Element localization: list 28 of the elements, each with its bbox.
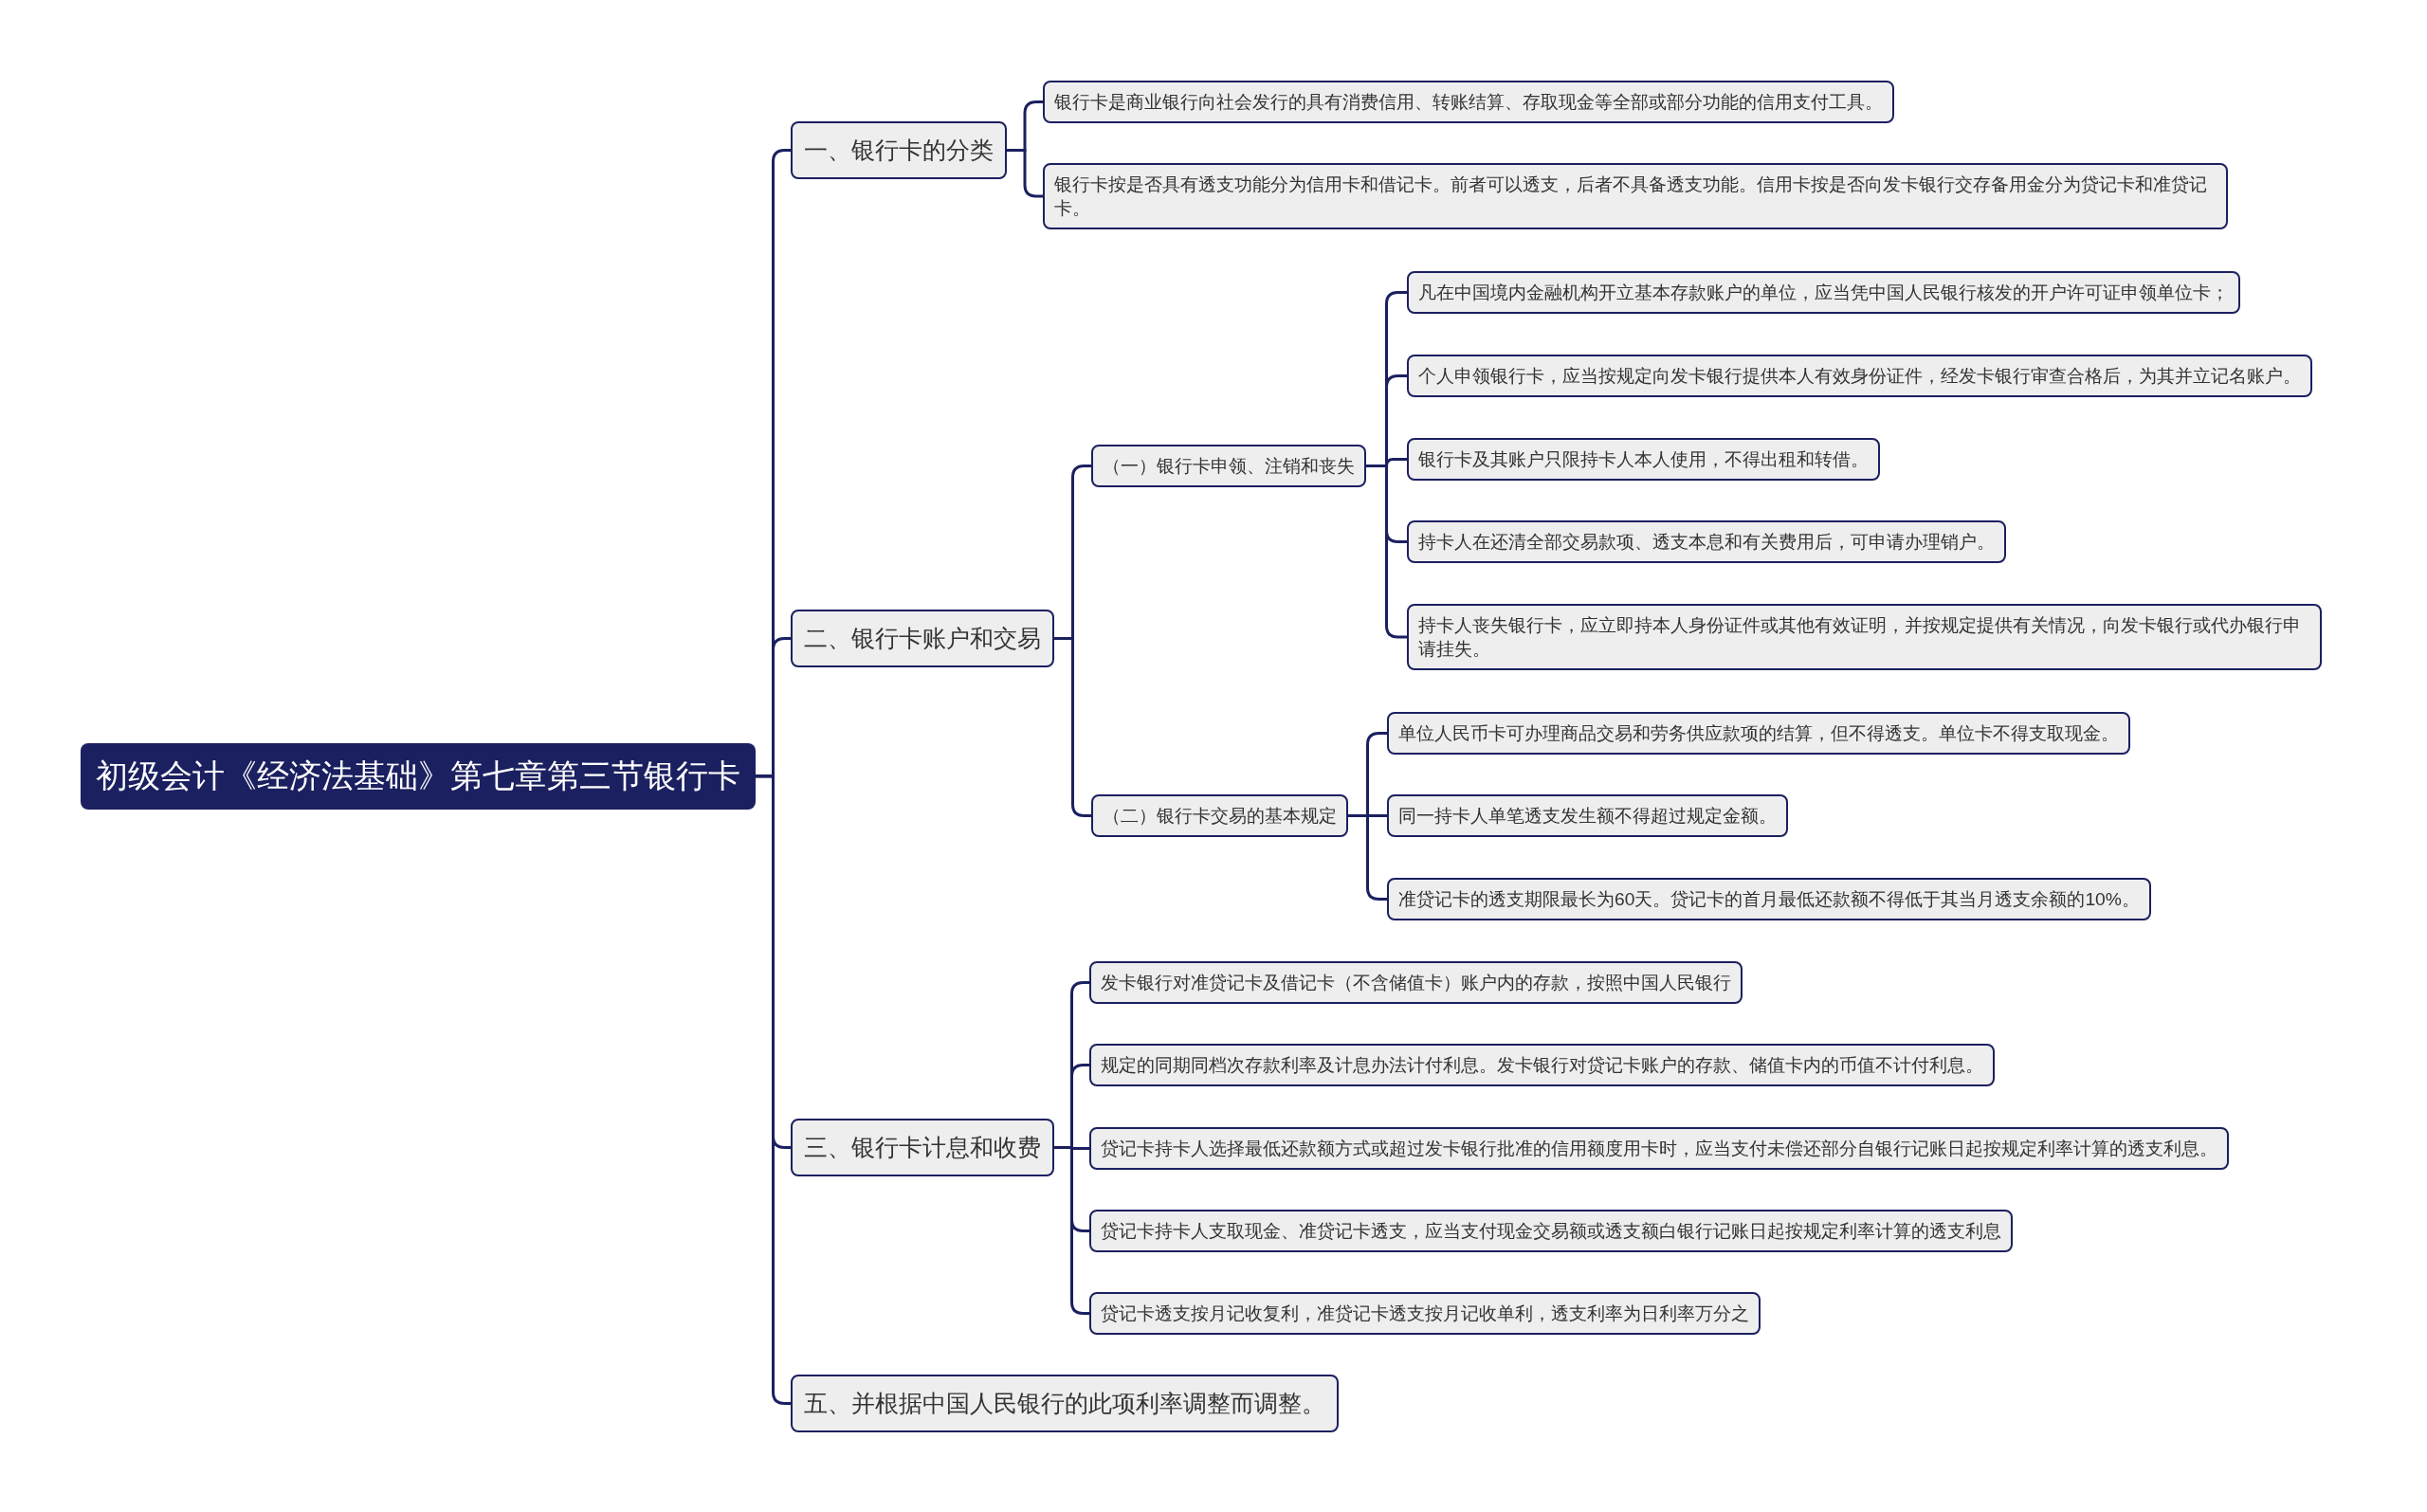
topic-box: 三、银行卡计息和收费 — [791, 1119, 1054, 1176]
connector-line — [756, 774, 791, 1405]
subtopic-box: 单位人民币卡可办理商品交易和劳务供应款项的结算，但不得透支。单位卡不得支取现金。 — [1387, 712, 2130, 755]
connector-line — [1007, 149, 1043, 198]
topic-box: 一、银行卡的分类 — [791, 121, 1007, 179]
subtopic-box: 持卡人丧失银行卡，应立即持本人身份证件或其他有效证明，并按规定提供有关情况，向发卡银行或代办银行申请挂失。 — [1407, 604, 2322, 671]
topic-box: 五、并根据中国人民银行的此项利率调整而调整。 — [791, 1375, 1339, 1432]
connector-line — [1348, 814, 1387, 901]
subtopic-box: 银行卡按是否具有透支功能分为信用卡和借记卡。前者可以透支，后者不具备透支功能。信用卡按是否向发卡银行交存备用金分为贷记卡和准贷记卡。 — [1043, 163, 2228, 230]
subtopic-box: 同一持卡人单笔透支发生额不得超过规定金额。 — [1387, 794, 1788, 837]
subtopic-box: （二）银行卡交易的基本规定 — [1091, 794, 1348, 837]
subtopic-box: 准贷记卡的透支期限最长为60天。贷记卡的首月最低还款额不得低于其当月透支余额的10%。 — [1387, 878, 2151, 920]
subtopic-box: （一）银行卡申领、注销和丧失 — [1091, 445, 1366, 487]
central-topic-box: 初级会计《经济法基础》第七章第三节银行卡 — [81, 743, 756, 810]
subtopic-box: 贷记卡透支按月记收复利，准贷记卡透支按月记收单利，透支利率为日利率万分之 — [1089, 1292, 1761, 1335]
subtopic-box: 贷记卡持卡人支取现金、准贷记卡透支，应当支付现金交易额或透支额白银行记账日起按规定利率计算的透支利息 — [1089, 1210, 2013, 1252]
connector-line — [1054, 1146, 1089, 1315]
connector-line — [1054, 637, 1091, 817]
subtopic-box: 个人申领银行卡，应当按规定向发卡银行提供本人有效身份证件，经发卡银行审查合格后，为其并立记名账户。 — [1407, 355, 2312, 397]
connector-line — [1366, 465, 1407, 639]
subtopic-box: 银行卡是商业银行向社会发行的具有消费信用、转账结算、存取现金等全部或部分功能的信用支付工具。 — [1043, 81, 1894, 123]
subtopic-box: 规定的同期同档次存款利率及计息办法计付利息。发卡银行对贷记卡账户的存款、储值卡内的币值不计付利息。 — [1089, 1044, 1995, 1086]
subtopic-box: 贷记卡持卡人选择最低还款额方式或超过发卡银行批准的信用额度用卡时，应当支付未偿还部分自银行记账日起按规定利率计算的透支利息。 — [1089, 1127, 2229, 1170]
subtopic-box: 发卡银行对准贷记卡及借记卡（不含储值卡）账户内的存款，按照中国人民银行 — [1089, 961, 1743, 1004]
topic-box: 二、银行卡账户和交易 — [791, 610, 1054, 667]
subtopic-box: 银行卡及其账户只限持卡人本人使用，不得出租和转借。 — [1407, 438, 1880, 481]
subtopic-box: 凡在中国境内金融机构开立基本存款账户的单位，应当凭中国人民银行核发的开户许可证申领单位卡； — [1407, 271, 2240, 314]
subtopic-box: 持卡人在还清全部交易款项、透支本息和有关费用后，可申请办理销户。 — [1407, 520, 2006, 563]
